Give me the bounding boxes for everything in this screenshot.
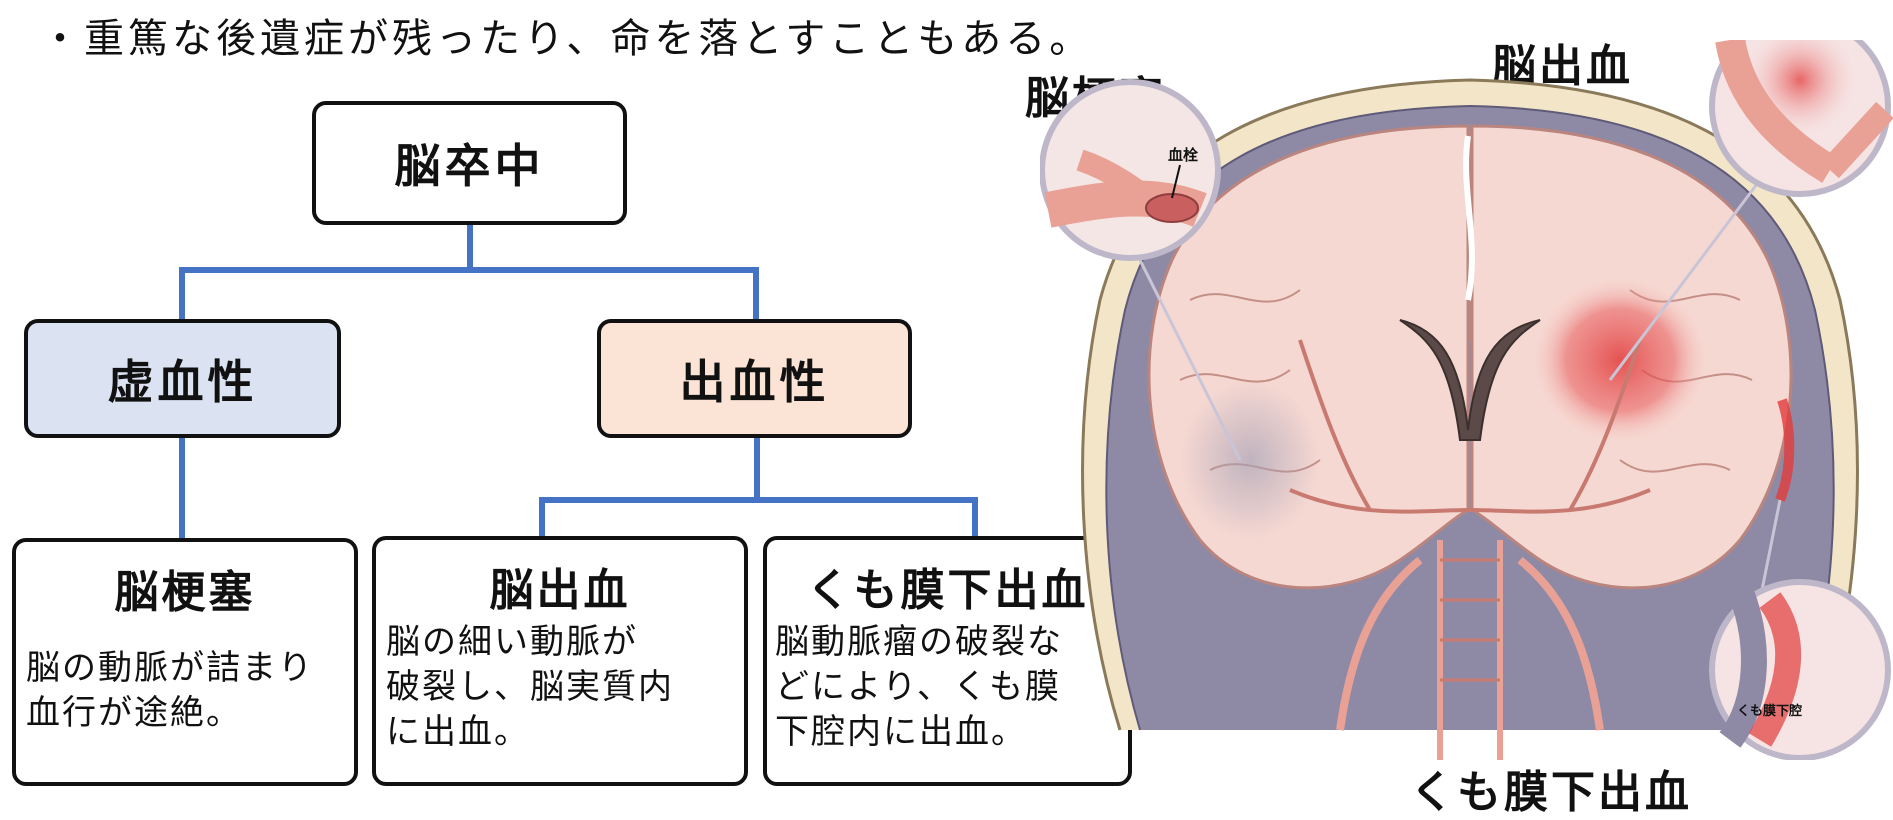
hemorrhage-desc: 脳の細い動脈が 破裂し、脳実質内 に出血。	[376, 620, 744, 755]
desc-line: 脳の動脈が詰まり	[26, 648, 314, 688]
ischemic-node: 虚血性	[24, 319, 341, 438]
tree-connectors	[179, 224, 978, 540]
root-label: 脳卒中	[394, 139, 545, 193]
inset-thrombus-label: 血栓	[1168, 146, 1198, 164]
brain-illustration: 血栓 くも膜下腔	[1040, 40, 1893, 760]
note-text: ・重篤な後遺症が残ったり、命を落とすこともある。	[40, 16, 1094, 62]
desc-line: 下腔内に出血。	[775, 712, 1027, 752]
subarachnoid-desc: 脳動脈瘤の破裂な どにより、くも膜 下腔内に出血。	[767, 620, 1128, 755]
inset-hemorrhage	[1608, 40, 1893, 381]
hemorrhagic-node: 出血性	[597, 319, 912, 438]
arteries	[1289, 339, 1651, 760]
hemorrhagic-label: 出血性	[679, 354, 830, 409]
subarachnoid-title: くも膜下出血	[806, 565, 1089, 616]
infarction-desc: 脳の動脈が詰まり 血行が途絶。	[16, 646, 354, 736]
brain	[1147, 124, 1795, 590]
desc-line: 脳の細い動脈が	[386, 622, 638, 662]
label-subarachnoid: くも膜下出血	[1410, 767, 1692, 818]
inset-space-label: くも膜下腔	[1737, 703, 1802, 719]
infarction-title: 脳梗塞	[114, 567, 256, 618]
inset-thrombus: 血栓	[1040, 79, 1242, 461]
root-node: 脳卒中	[312, 101, 627, 225]
infarction-node: 脳梗塞 脳の動脈が詰まり 血行が途絶。	[12, 538, 358, 786]
hemorrhage-node: 脳出血 脳の細い動脈が 破裂し、脳実質内 に出血。	[372, 536, 748, 786]
desc-line: どにより、くも膜	[775, 667, 1061, 707]
subarachnoid-node: くも膜下出血 脳動脈瘤の破裂な どにより、くも膜 下腔内に出血。	[763, 536, 1132, 786]
desc-line: 破裂し、脳実質内	[386, 667, 674, 707]
hemorrhage-title: 脳出血	[489, 565, 631, 616]
desc-line: 脳動脈瘤の破裂な	[775, 622, 1063, 662]
ischemic-label: 虚血性	[107, 354, 258, 409]
inset-subarachnoid: くも膜下腔	[1709, 499, 1891, 760]
desc-line: 血行が途絶。	[26, 693, 242, 733]
desc-line: に出血。	[386, 712, 530, 752]
